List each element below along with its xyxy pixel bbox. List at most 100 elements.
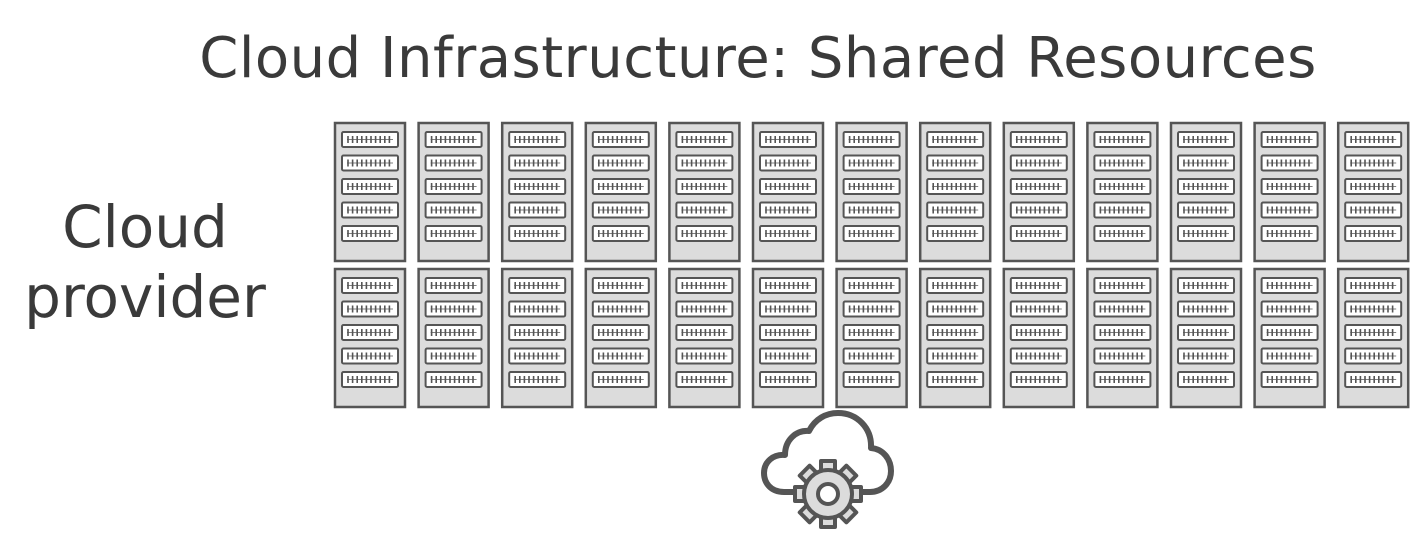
server-unit — [675, 178, 734, 195]
server-unit — [424, 178, 483, 195]
server-rack-icon — [668, 267, 741, 409]
server-rack-icon — [333, 267, 407, 409]
server-unit — [1260, 277, 1319, 294]
cloud-gear-icon — [761, 410, 894, 529]
server-unit — [1009, 277, 1068, 294]
server-unit — [1344, 131, 1403, 148]
server-unit — [341, 347, 399, 365]
server-unit — [591, 154, 650, 172]
server-rack-icon — [584, 267, 658, 409]
server-rack-icon — [918, 121, 992, 263]
server-unit — [759, 371, 817, 388]
server-unit — [1009, 154, 1068, 172]
server-unit — [926, 371, 985, 388]
server-unit — [1093, 131, 1152, 148]
server-unit — [1009, 371, 1068, 388]
side-label-line-2: provider — [24, 263, 266, 331]
server-unit — [424, 131, 483, 148]
side-label-line-1: Cloud — [62, 193, 228, 261]
page-title: Cloud Infrastructure: Shared Resources — [199, 26, 1317, 91]
server-unit — [1344, 300, 1403, 318]
server-unit — [842, 154, 901, 172]
server-unit — [1009, 131, 1068, 148]
server-rack-icon — [1086, 267, 1159, 409]
cloud-outline — [761, 410, 894, 495]
server-unit — [1260, 178, 1319, 195]
server-unit — [842, 277, 901, 294]
server-unit — [1177, 225, 1235, 242]
server-rack-icon — [417, 267, 490, 409]
server-unit — [675, 347, 734, 365]
server-unit — [926, 154, 985, 172]
server-unit — [424, 347, 483, 365]
server-unit — [508, 131, 567, 148]
server-unit — [842, 225, 901, 242]
server-rack-icon — [918, 267, 992, 409]
server-unit — [842, 300, 901, 318]
server-unit — [1093, 324, 1152, 341]
server-rack-icon — [835, 267, 908, 409]
server-unit — [1093, 201, 1152, 219]
server-unit — [1177, 201, 1235, 219]
server-unit — [508, 154, 567, 172]
server-rack-icon — [835, 121, 908, 263]
server-unit — [1344, 371, 1403, 388]
server-unit — [1260, 154, 1319, 172]
server-rack-icon — [584, 121, 658, 263]
server-unit — [1344, 178, 1403, 195]
server-unit — [842, 324, 901, 341]
server-unit — [508, 324, 567, 341]
server-unit — [591, 201, 650, 219]
server-rack-icon — [1336, 267, 1410, 409]
server-unit — [1093, 347, 1152, 365]
server-unit — [1344, 154, 1403, 172]
server-unit — [341, 178, 399, 195]
server-unit — [1093, 154, 1152, 172]
server-unit — [926, 131, 985, 148]
server-unit — [1344, 277, 1403, 294]
gear-icon — [793, 459, 863, 529]
server-rack-icon — [751, 267, 825, 409]
server-unit — [675, 225, 734, 242]
server-rack-icon — [500, 121, 574, 263]
server-unit — [424, 154, 483, 172]
server-unit — [1344, 347, 1403, 365]
server-unit — [1177, 178, 1235, 195]
server-unit — [759, 300, 817, 318]
server-unit — [926, 201, 985, 219]
server-unit — [591, 225, 650, 242]
server-unit — [591, 277, 650, 294]
server-unit — [842, 131, 901, 148]
server-unit — [1177, 324, 1235, 341]
server-rack-icon — [1002, 267, 1076, 409]
server-unit — [424, 277, 483, 294]
server-rack-icon — [417, 121, 490, 263]
server-unit — [675, 131, 734, 148]
server-unit — [759, 178, 817, 195]
server-unit — [675, 371, 734, 388]
server-unit — [759, 347, 817, 365]
server-rack-icon — [1169, 267, 1243, 409]
side-label: Cloud provider — [0, 192, 290, 332]
server-unit — [1009, 300, 1068, 318]
server-unit — [341, 131, 399, 148]
server-unit — [424, 225, 483, 242]
server-unit — [1344, 201, 1403, 219]
server-unit — [1177, 131, 1235, 148]
server-unit — [759, 324, 817, 341]
server-unit — [508, 201, 567, 219]
server-unit — [341, 154, 399, 172]
server-unit — [759, 201, 817, 219]
server-unit — [1177, 300, 1235, 318]
server-unit — [1093, 277, 1152, 294]
server-unit — [424, 300, 483, 318]
server-unit — [341, 201, 399, 219]
server-unit — [926, 178, 985, 195]
server-rack-icon — [1253, 267, 1326, 409]
server-unit — [926, 347, 985, 365]
server-rack-icon — [1086, 121, 1159, 263]
server-rack-icon — [751, 121, 825, 263]
server-unit — [424, 324, 483, 341]
server-unit — [1260, 201, 1319, 219]
server-unit — [675, 154, 734, 172]
